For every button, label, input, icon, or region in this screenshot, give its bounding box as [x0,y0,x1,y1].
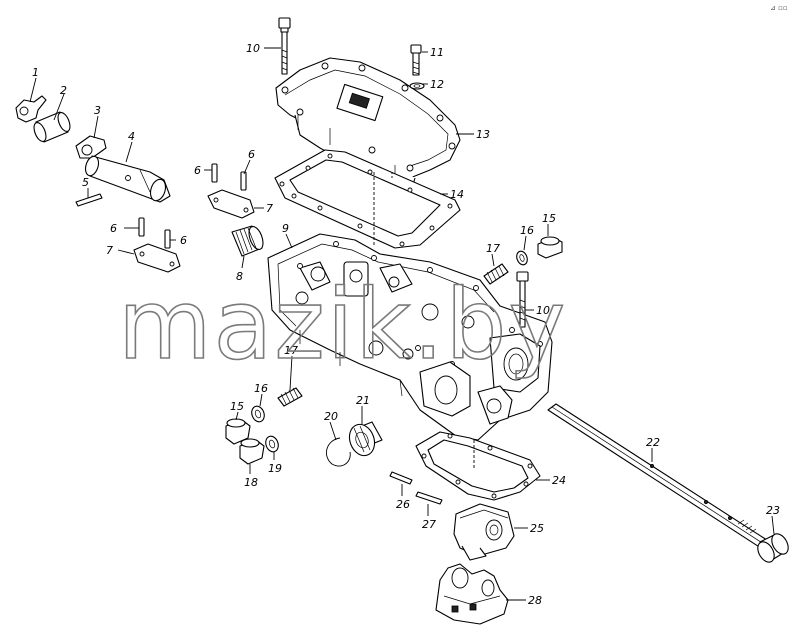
callout-23: 23 [766,504,780,517]
callout-2: 2 [60,84,67,97]
leader-lines [29,47,775,601]
callout-6-a: 6 [194,164,201,177]
pin-part-6-d [164,229,171,249]
bushing-part-2 [33,111,71,143]
callout-16-right: 16 [520,224,534,237]
lever-part-1 [15,95,47,123]
callout-10-top: 10 [246,42,260,55]
shaft-part-4 [84,155,171,203]
callout-12: 12 [430,78,444,91]
callout-21: 21 [356,394,370,407]
callout-6-b: 6 [248,148,255,161]
washer-part-12 [409,82,425,90]
lever-part-7-upper [207,189,255,219]
plug-part-15-left [225,418,251,445]
washer-part-19 [265,435,279,453]
callout-3: 3 [94,104,101,117]
pin-part-6-b [240,171,247,191]
callout-6-c: 6 [110,222,117,235]
callout-18: 18 [244,476,258,489]
callout-13: 13 [476,128,490,141]
shaft-part-22 [547,403,771,551]
gear-part-8 [231,225,264,257]
callout-4: 4 [128,130,135,143]
callout-labels: 1 2 3 4 5 6 6 6 6 7 7 8 9 10 10 11 12 13… [32,42,780,607]
pin-part-6-a [211,163,218,183]
washer-part-3 [75,135,107,159]
washer-part-16-right [516,250,528,266]
callout-24: 24 [552,474,566,487]
callout-26: 26 [396,498,410,511]
pin-part-6-c [138,217,145,237]
callout-17-right: 17 [486,242,500,255]
spring-part-17-right [483,263,509,285]
pin-part-27 [415,491,443,505]
callout-7-lower: 7 [106,244,113,257]
callout-6-d: 6 [180,234,187,247]
callout-15-left: 15 [230,400,244,413]
callout-17-left: 17 [284,344,298,357]
callout-19: 19 [268,462,282,475]
callout-22: 22 [646,436,660,449]
callout-11: 11 [430,46,444,59]
callout-25: 25 [530,522,544,535]
callout-8: 8 [236,270,243,283]
pin-part-26 [389,471,413,485]
callout-14: 14 [450,188,464,201]
bushing-part-21 [348,421,383,457]
plug-part-18 [239,438,265,465]
gasket-part-14 [274,149,461,249]
callout-5: 5 [82,176,89,189]
callout-9: 9 [282,222,289,235]
callout-1: 1 [32,66,39,79]
bushing-part-23 [757,533,789,563]
callout-7-upper: 7 [266,202,273,215]
gasket-part-24 [415,431,541,501]
bracket-part-28 [435,563,509,625]
callout-27: 27 [422,518,436,531]
callout-15-right: 15 [542,212,556,225]
washer-part-16-left [251,405,265,423]
plug-part-15-right [537,236,563,259]
lever-part-7-lower [133,243,181,273]
corner-mark: ⊿ ▫▫ [770,4,788,12]
callout-20: 20 [324,410,338,423]
bolt-part-10-right [516,271,529,328]
callout-16-left: 16 [254,382,268,395]
snap-ring-part-20 [325,437,351,467]
spring-part-17-left [277,387,303,407]
bolt-part-11 [410,44,422,76]
watermark-text: mazik.by [118,269,567,381]
bolt-part-10-top [278,17,291,75]
pin-part-5 [75,193,103,207]
fork-part-25 [453,503,515,561]
callout-10-right: 10 [536,304,550,317]
callout-28: 28 [528,594,542,607]
housing-part-9 [267,233,553,441]
